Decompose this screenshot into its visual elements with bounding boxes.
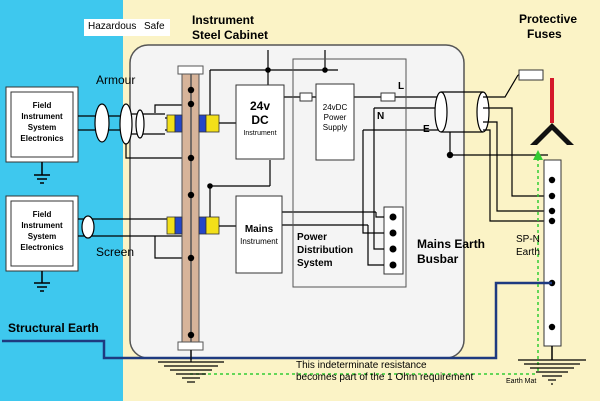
dc24-line2: DC: [251, 113, 269, 127]
note-line2: becomes part of the 1 Ohm requirement: [296, 372, 474, 383]
terminal-top-left-yellow: [166, 114, 176, 133]
dc24-box: [235, 84, 285, 160]
terminal-top-right-yellow: [205, 114, 220, 133]
terminal-top-left-blue: [174, 114, 183, 133]
structural-earth-label: Structural Earth: [8, 321, 99, 335]
field-top-line1: Field: [32, 101, 52, 110]
pds-line2: Distribution: [297, 245, 354, 256]
armour-label: Armour: [96, 73, 136, 87]
zone-label-box: [84, 19, 170, 36]
cabinet-title-line2: Steel Cabinet: [192, 28, 269, 42]
cabinet-title-line1: Instrument: [192, 13, 255, 27]
armour-gland-right: [119, 103, 133, 145]
terminal-bottom-right-blue: [198, 216, 207, 235]
output-gland-right: [476, 91, 490, 133]
plug-connector: [530, 123, 574, 145]
psu-line3: Supply: [322, 123, 348, 132]
field-top-line3: System: [27, 123, 57, 132]
fuses-title-line1: Protective: [519, 12, 578, 26]
armour-gland-left: [94, 103, 110, 143]
field-bottom-line3: System: [27, 232, 57, 241]
mains-box: [235, 195, 283, 274]
field-box-bottom-inner: [10, 200, 74, 267]
protective-fuse: [518, 69, 544, 81]
earth-symbol-top: [34, 162, 50, 184]
psu-enclosure: [292, 58, 407, 288]
earth-entry-node: [446, 151, 454, 159]
psu-line1: 24vDC: [322, 103, 348, 112]
hazardous-zone-label: Hazardous: [88, 21, 137, 32]
output-gland-left: [434, 91, 448, 133]
psu-box: [315, 83, 355, 161]
safe-zone-label: Safe: [144, 21, 165, 32]
distribution-terminal-nodes: [389, 213, 397, 269]
psu-out-fuse: [380, 92, 396, 102]
distribution-terminal-strip: [383, 206, 404, 275]
supply-wire-nodes: [207, 67, 328, 189]
psu-fuse-small: [299, 92, 313, 102]
terminal-e: E: [423, 124, 430, 135]
field-bottom-line1: Field: [32, 210, 52, 219]
field-box-top-inner: [10, 91, 74, 158]
terminal-top-right-blue: [198, 114, 207, 133]
screen-drain-wires: [125, 104, 185, 259]
spn-line2: Earth: [516, 247, 540, 258]
structural-earth-conductor: [2, 281, 552, 360]
earth-symbol-bottom: [34, 271, 50, 292]
field-top-line2: Instrument: [21, 112, 63, 121]
earth-bar-cap-bottom: [177, 341, 204, 351]
mains-line1: Mains: [244, 224, 274, 235]
terminal-n: N: [377, 111, 385, 122]
busbar-line1: Mains Earth: [417, 237, 486, 251]
pds-line3: System: [297, 258, 333, 269]
mains-line2: Instrument: [240, 237, 278, 246]
field-bottom-line4: Electronics: [20, 243, 64, 252]
screen-label: Screen: [96, 245, 135, 259]
fuses-title-line2: Fuses: [527, 27, 562, 41]
psu-line2: Power: [323, 113, 347, 122]
earth-bar-nodes: [187, 86, 195, 339]
spn-line1: SP-N: [516, 234, 540, 245]
green-arrow-head: [533, 150, 543, 160]
spn-earth-bar: [543, 159, 562, 347]
screen-gland: [81, 215, 95, 239]
earth-bar-cap-top: [177, 65, 204, 75]
terminal-l: L: [398, 81, 405, 92]
terminal-bottom-left-blue: [174, 216, 183, 235]
terminal-bottom-left-yellow: [166, 216, 176, 235]
earth-mat-right: [518, 359, 586, 385]
busbar-line2: Busbar: [417, 252, 459, 266]
field-bottom-line2: Instrument: [21, 221, 63, 230]
dc24-line1: 24v: [249, 99, 271, 113]
distribution-wiring: [362, 108, 384, 266]
armour-gland-mid: [135, 109, 145, 139]
pds-line1: Power: [297, 232, 328, 243]
earth-mat-label: Earth Mat: [506, 378, 537, 385]
dc24-line3: Instrument: [243, 130, 277, 137]
terminal-bottom-right-yellow: [205, 216, 220, 235]
field-top-line4: Electronics: [20, 134, 64, 143]
steel-cabinet: [129, 44, 465, 359]
earth-mat-left: [158, 350, 224, 383]
supply-wiring: [209, 50, 440, 227]
note-line1: This indeterminate resistance: [296, 360, 427, 371]
